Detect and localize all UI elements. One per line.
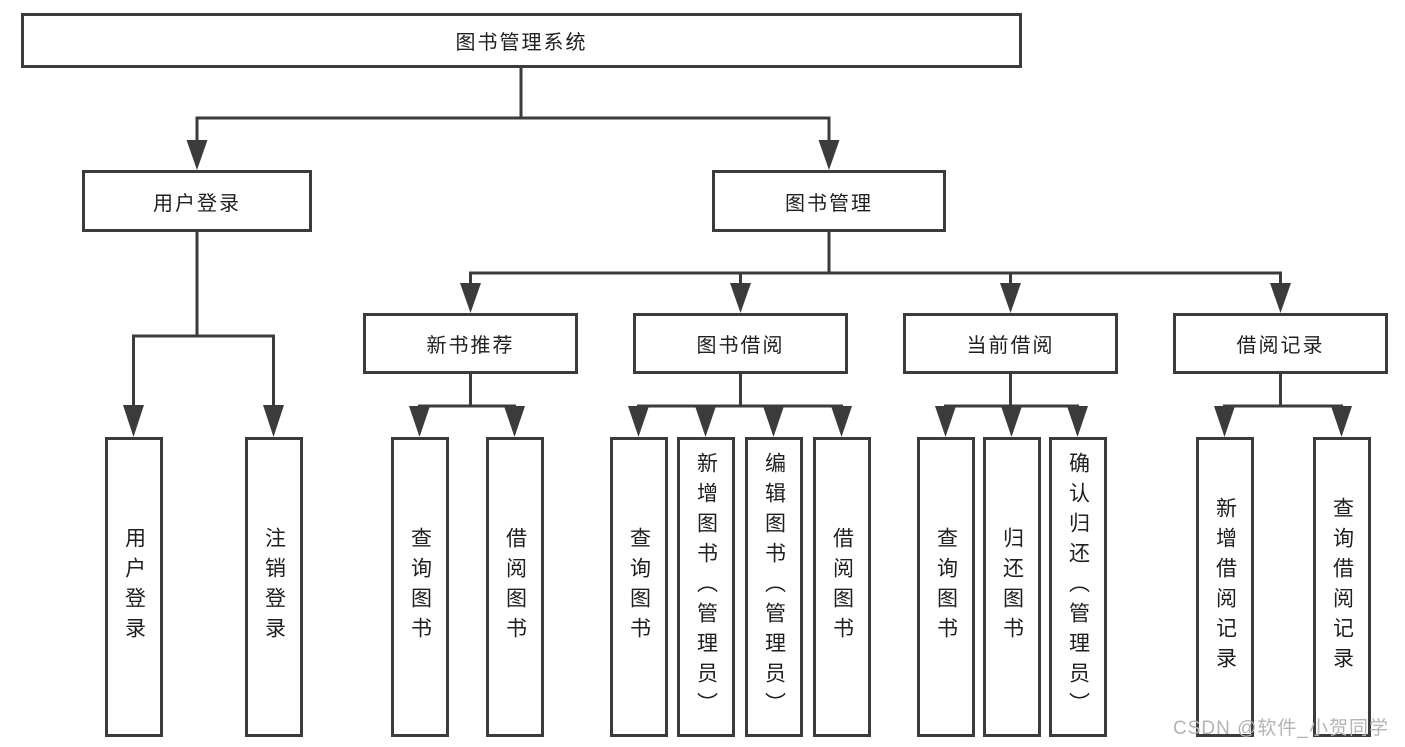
connector-manage-to-level3 <box>469 230 1282 285</box>
leaf-recommend-query-books-label: 查询图书 <box>408 527 432 647</box>
leaf-borrow-query-books: 查询图书 <box>610 437 668 737</box>
leaf-edit-books-admin-label: 编辑图书（管理员） <box>762 452 786 722</box>
leaf-add-books-admin-label: 新增图书（管理员） <box>694 452 718 722</box>
node-current-borrow-label: 当前借阅 <box>966 335 1055 357</box>
node-book-management-label: 图书管理 <box>785 192 873 215</box>
arrowheads <box>123 140 1352 437</box>
leaf-current-query-books: 查询图书 <box>917 437 975 737</box>
node-borrow-records: 借阅记录 <box>1173 313 1388 374</box>
leaf-return-books: 归还图书 <box>983 437 1041 737</box>
node-current-borrow: 当前借阅 <box>903 313 1118 374</box>
leaf-add-borrow-record-label: 新增借阅记录 <box>1213 497 1237 677</box>
node-user-login: 用户登录 <box>82 170 312 232</box>
leaf-query-borrow-record-label: 查询借阅记录 <box>1330 497 1354 677</box>
leaf-current-query-books-label: 查询图书 <box>934 527 958 647</box>
leaf-recommend-borrow-books-label: 借阅图书 <box>503 527 527 647</box>
node-book-borrow-label: 图书借阅 <box>696 335 785 357</box>
connector-level3-to-leaves <box>418 372 1343 408</box>
node-user-login-label: 用户登录 <box>153 192 241 215</box>
leaf-user-login-label: 用户登录 <box>122 527 146 647</box>
node-book-borrow: 图书借阅 <box>633 313 848 374</box>
node-book-management: 图书管理 <box>712 170 946 232</box>
leaf-confirm-return-admin-label: 确认归还（管理员） <box>1066 452 1090 722</box>
leaf-recommend-query-books: 查询图书 <box>391 437 449 737</box>
leaf-borrow-query-books-label: 查询图书 <box>627 527 651 647</box>
node-new-book-recommend: 新书推荐 <box>363 313 578 374</box>
node-borrow-records-label: 借阅记录 <box>1236 335 1325 357</box>
leaf-edit-books-admin: 编辑图书（管理员） <box>745 437 803 737</box>
leaf-borrow-books: 借阅图书 <box>813 437 871 737</box>
leaf-logout: 注销登录 <box>245 437 303 737</box>
connector-login-to-leaves <box>132 230 275 407</box>
leaf-recommend-borrow-books: 借阅图书 <box>486 437 544 737</box>
leaf-add-books-admin: 新增图书（管理员） <box>677 437 735 737</box>
leaf-user-login: 用户登录 <box>105 437 163 737</box>
leaf-return-books-label: 归还图书 <box>1000 527 1024 647</box>
leaf-logout-label: 注销登录 <box>262 527 286 647</box>
node-new-book-recommend-label: 新书推荐 <box>426 335 515 357</box>
node-root-system: 图书管理系统 <box>21 13 1022 68</box>
connector-root-to-level2 <box>195 66 831 143</box>
leaf-query-borrow-record: 查询借阅记录 <box>1313 437 1371 737</box>
leaf-borrow-books-label: 借阅图书 <box>830 527 854 647</box>
node-root-label: 图书管理系统 <box>455 32 588 54</box>
leaf-confirm-return-admin: 确认归还（管理员） <box>1049 437 1107 737</box>
leaf-add-borrow-record: 新增借阅记录 <box>1196 437 1254 737</box>
